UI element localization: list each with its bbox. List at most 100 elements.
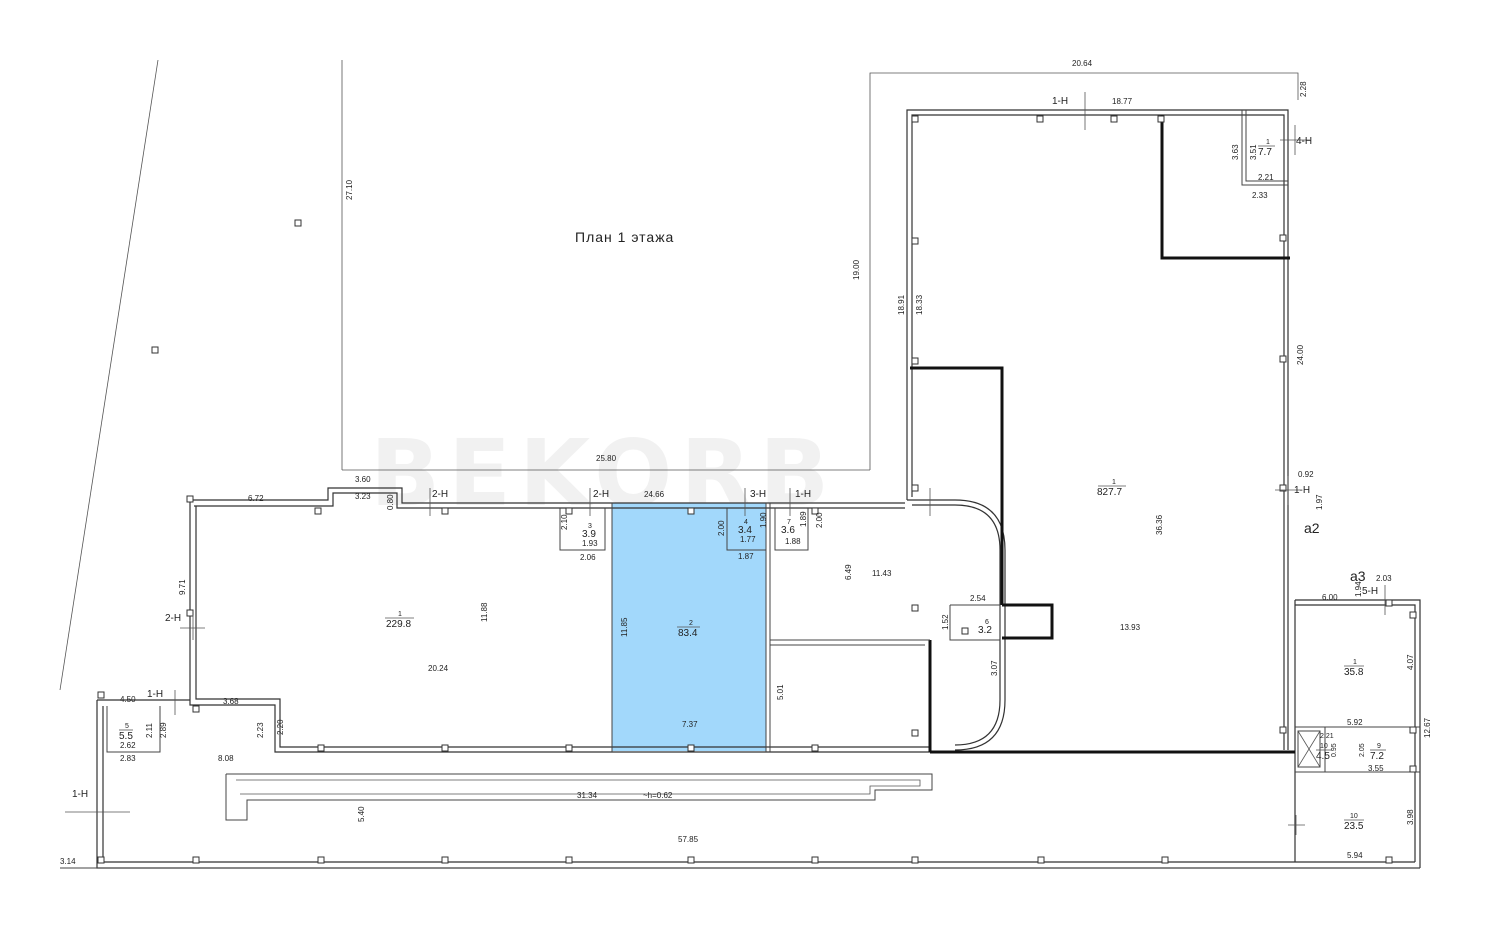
svg-text:2-Н: 2-Н [593,489,609,500]
room-827-7[interactable]: 1 827.7 [1097,479,1126,498]
svg-text:827.7: 827.7 [1097,487,1122,498]
svg-text:1: 1 [398,611,402,618]
svg-text:3.98: 3.98 [1406,809,1415,825]
room-7-2[interactable]: 9 7.2 [1370,743,1386,762]
svg-text:2.89: 2.89 [159,722,168,738]
svg-text:2.83: 2.83 [120,754,136,763]
svg-text:2.54: 2.54 [970,594,986,603]
svg-text:а3: а3 [1350,568,1366,584]
svg-text:7.37: 7.37 [682,720,698,729]
svg-text:9.71: 9.71 [178,579,187,595]
room-23-5[interactable]: 10 23.5 [1344,813,1364,832]
unit-labels: 1-Н 4-Н 2-Н 2-Н 3-Н 1-Н 1-Н 2-Н 1-Н 5-Н … [72,96,1378,800]
dimension-labels: 20.64 18.77 2.28 3.51 3.63 2.21 2.33 27.… [60,59,1432,866]
svg-text:3.51: 3.51 [1249,144,1258,160]
svg-text:13.93: 13.93 [1120,623,1141,632]
svg-text:25.80: 25.80 [596,454,617,463]
svg-text:6.00: 6.00 [1322,593,1338,602]
svg-text:57.85: 57.85 [678,835,699,844]
svg-text:2.00: 2.00 [717,520,726,536]
svg-text:2.10: 2.10 [560,514,569,530]
svg-text:19.00: 19.00 [852,259,861,280]
svg-text:5.92: 5.92 [1347,718,1363,727]
svg-text:24.00: 24.00 [1296,344,1305,365]
svg-text:7.7: 7.7 [1258,147,1272,158]
svg-text:1.97: 1.97 [1315,494,1324,510]
svg-text:5.94: 5.94 [1347,851,1363,860]
svg-text:2.33: 2.33 [1252,191,1268,200]
svg-text:18.91: 18.91 [897,294,906,315]
room-229-8[interactable]: 1 229.8 [385,611,414,630]
svg-text:24.66: 24.66 [644,490,665,499]
svg-text:0.92: 0.92 [1298,470,1314,479]
svg-text:20.24: 20.24 [428,664,449,673]
svg-text:1.89: 1.89 [799,511,808,527]
svg-text:2.20: 2.20 [276,719,285,735]
room-3-6[interactable]: 7 3.6 [781,519,795,536]
room-7-7[interactable]: 1 7.7 [1258,139,1275,158]
room-4-5[interactable]: 10 4.5 [1316,743,1332,762]
svg-text:4.5: 4.5 [1316,751,1330,762]
svg-text:2: 2 [689,620,693,627]
svg-text:2.11: 2.11 [145,722,154,738]
svg-text:3.6: 3.6 [781,525,795,536]
room-83-4[interactable]: 2 83.4 [677,620,700,639]
svg-text:7: 7 [787,519,791,526]
svg-text:1: 1 [1266,139,1270,146]
svg-text:6.49: 6.49 [844,564,853,580]
svg-text:5-Н: 5-Н [1362,586,1378,597]
svg-text:1-Н: 1-Н [72,789,88,800]
room-3-2[interactable]: 6 3.2 [978,619,992,636]
svg-text:1.88: 1.88 [785,537,801,546]
svg-text:1-Н: 1-Н [147,689,163,700]
svg-text:3.60: 3.60 [355,475,371,484]
svg-text:1.93: 1.93 [582,539,598,548]
svg-text:10: 10 [1350,813,1358,820]
svg-text:3.23: 3.23 [355,492,371,501]
svg-text:23.5: 23.5 [1344,821,1364,832]
svg-text:3.2: 3.2 [978,625,992,636]
svg-text:4.07: 4.07 [1406,654,1415,670]
watermark: BEKORB [370,420,837,527]
svg-text:2.05: 2.05 [1359,743,1366,757]
svg-text:83.4: 83.4 [678,628,698,639]
room-5-5[interactable]: 5 5.5 [119,723,133,742]
svg-text:11.43: 11.43 [872,569,892,578]
svg-text:12.67: 12.67 [1423,717,1432,738]
svg-text:1-Н: 1-Н [795,489,811,500]
svg-text:3: 3 [588,523,592,530]
svg-text:11.85: 11.85 [620,617,629,637]
svg-text:2.00: 2.00 [815,512,824,528]
svg-text:0.80: 0.80 [386,494,395,510]
svg-text:6: 6 [985,619,989,626]
svg-text:1-Н: 1-Н [1052,96,1068,107]
svg-text:1: 1 [1353,659,1357,666]
svg-text:3.68: 3.68 [223,697,239,706]
svg-text:5.5: 5.5 [119,731,133,742]
svg-text:35.8: 35.8 [1344,667,1364,678]
svg-text:3.07: 3.07 [990,660,999,676]
svg-text:7.2: 7.2 [1370,751,1384,762]
room-3-9[interactable]: 3 3.9 [582,523,596,540]
svg-text:2.21: 2.21 [1258,173,1274,182]
svg-text:36.36: 36.36 [1155,514,1164,535]
svg-text:2.62: 2.62 [120,741,136,750]
svg-text:20.64: 20.64 [1072,59,1093,68]
svg-text:9: 9 [1377,743,1381,750]
svg-text:2.23: 2.23 [256,722,265,738]
svg-text:11.88: 11.88 [480,602,489,622]
svg-text:2-Н: 2-Н [165,613,181,624]
svg-text:1.87: 1.87 [738,552,754,561]
svg-text:1.77: 1.77 [740,535,756,544]
svg-text:6.72: 6.72 [248,494,264,503]
room-3-4[interactable]: 4 3.4 [738,519,752,536]
svg-text:31.34: 31.34 [577,791,598,800]
svg-text:229.8: 229.8 [386,619,411,630]
svg-text:18.77: 18.77 [1112,97,1133,106]
svg-text:5.01: 5.01 [776,684,785,700]
svg-text:а2: а2 [1304,520,1320,536]
interior-partitions [106,110,1420,821]
svg-text:2.06: 2.06 [580,553,596,562]
svg-text:3-Н: 3-Н [750,489,766,500]
room-35-8[interactable]: 1 35.8 [1344,659,1364,678]
